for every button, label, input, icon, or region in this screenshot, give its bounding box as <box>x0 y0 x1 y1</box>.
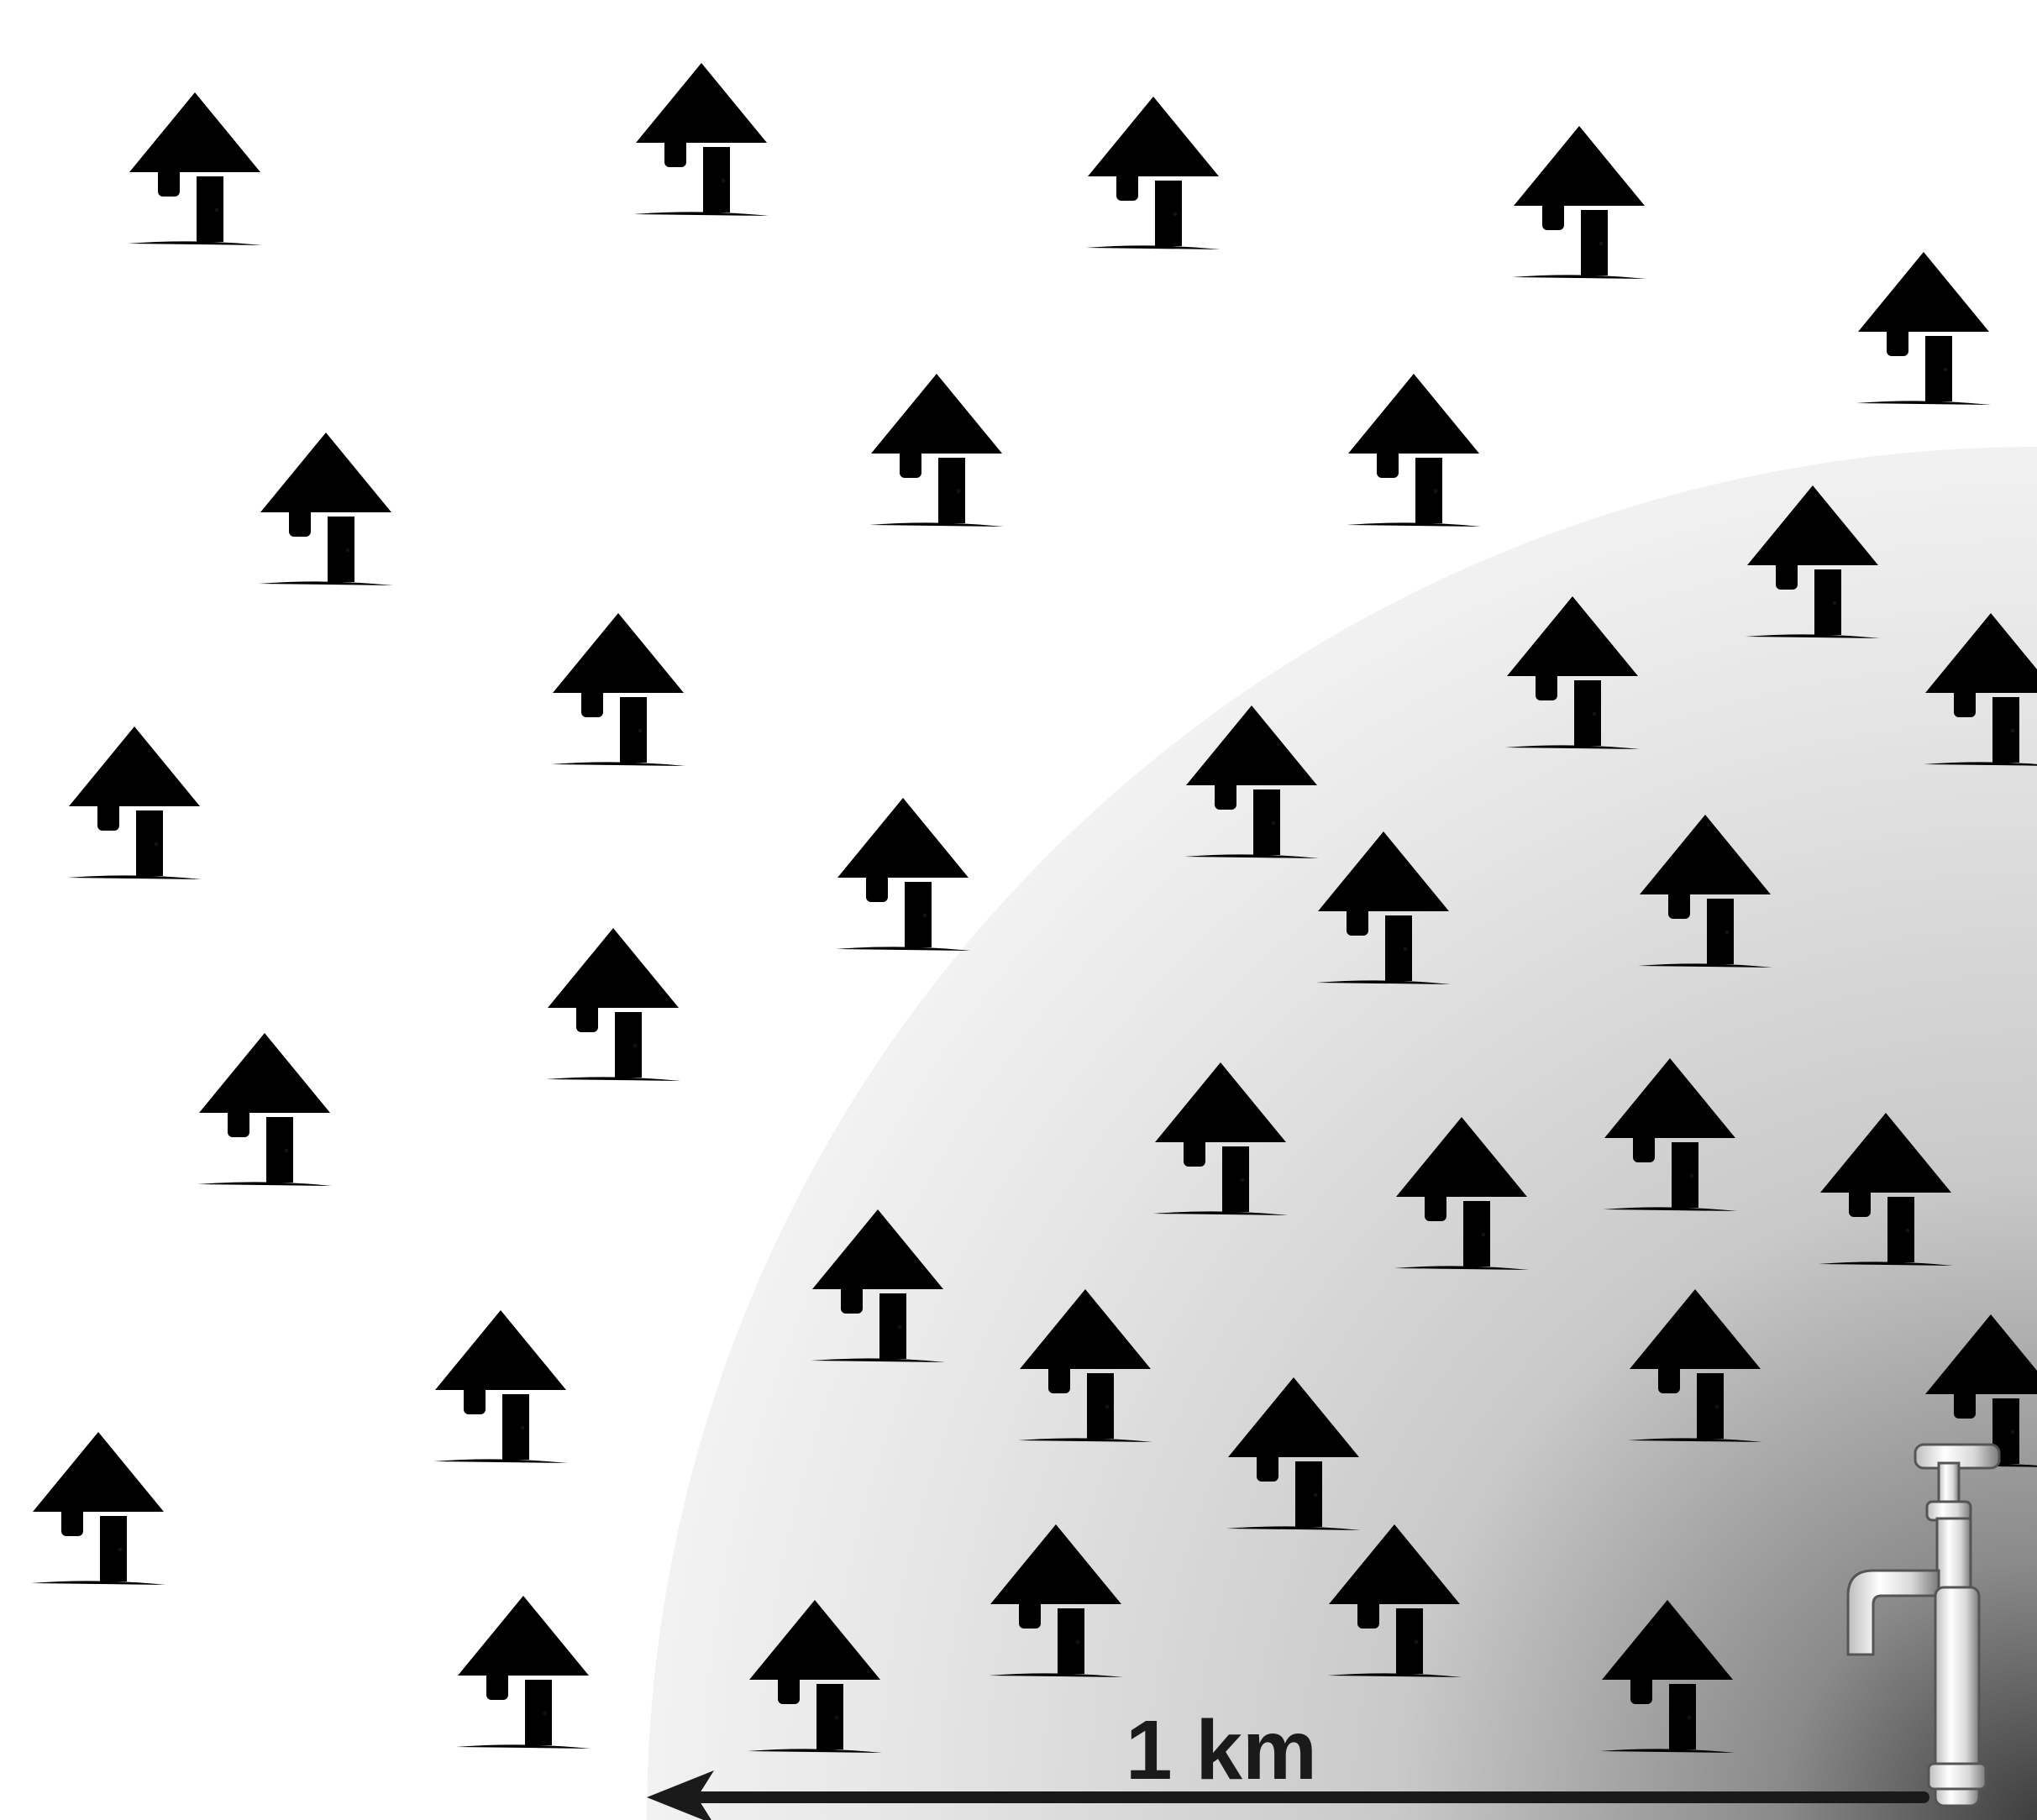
house-icon <box>197 1033 332 1186</box>
house-icon <box>546 928 680 1081</box>
house-icon <box>869 374 1004 527</box>
house-icon <box>1347 374 1481 527</box>
house-icon <box>551 613 685 766</box>
house-icon <box>128 92 262 245</box>
house-icon <box>456 1596 591 1749</box>
house-icon <box>836 798 970 951</box>
house-icon <box>67 726 202 879</box>
house-icon <box>31 1432 165 1585</box>
house-icon <box>1856 252 1991 405</box>
house-icon <box>1512 126 1646 279</box>
house-icon <box>433 1310 568 1463</box>
house-icon <box>1086 97 1221 249</box>
scale-label: 1 km <box>1126 1703 1317 1797</box>
catchment-zone <box>647 447 2037 1820</box>
house-icon <box>634 63 769 216</box>
house-icon <box>259 433 393 585</box>
